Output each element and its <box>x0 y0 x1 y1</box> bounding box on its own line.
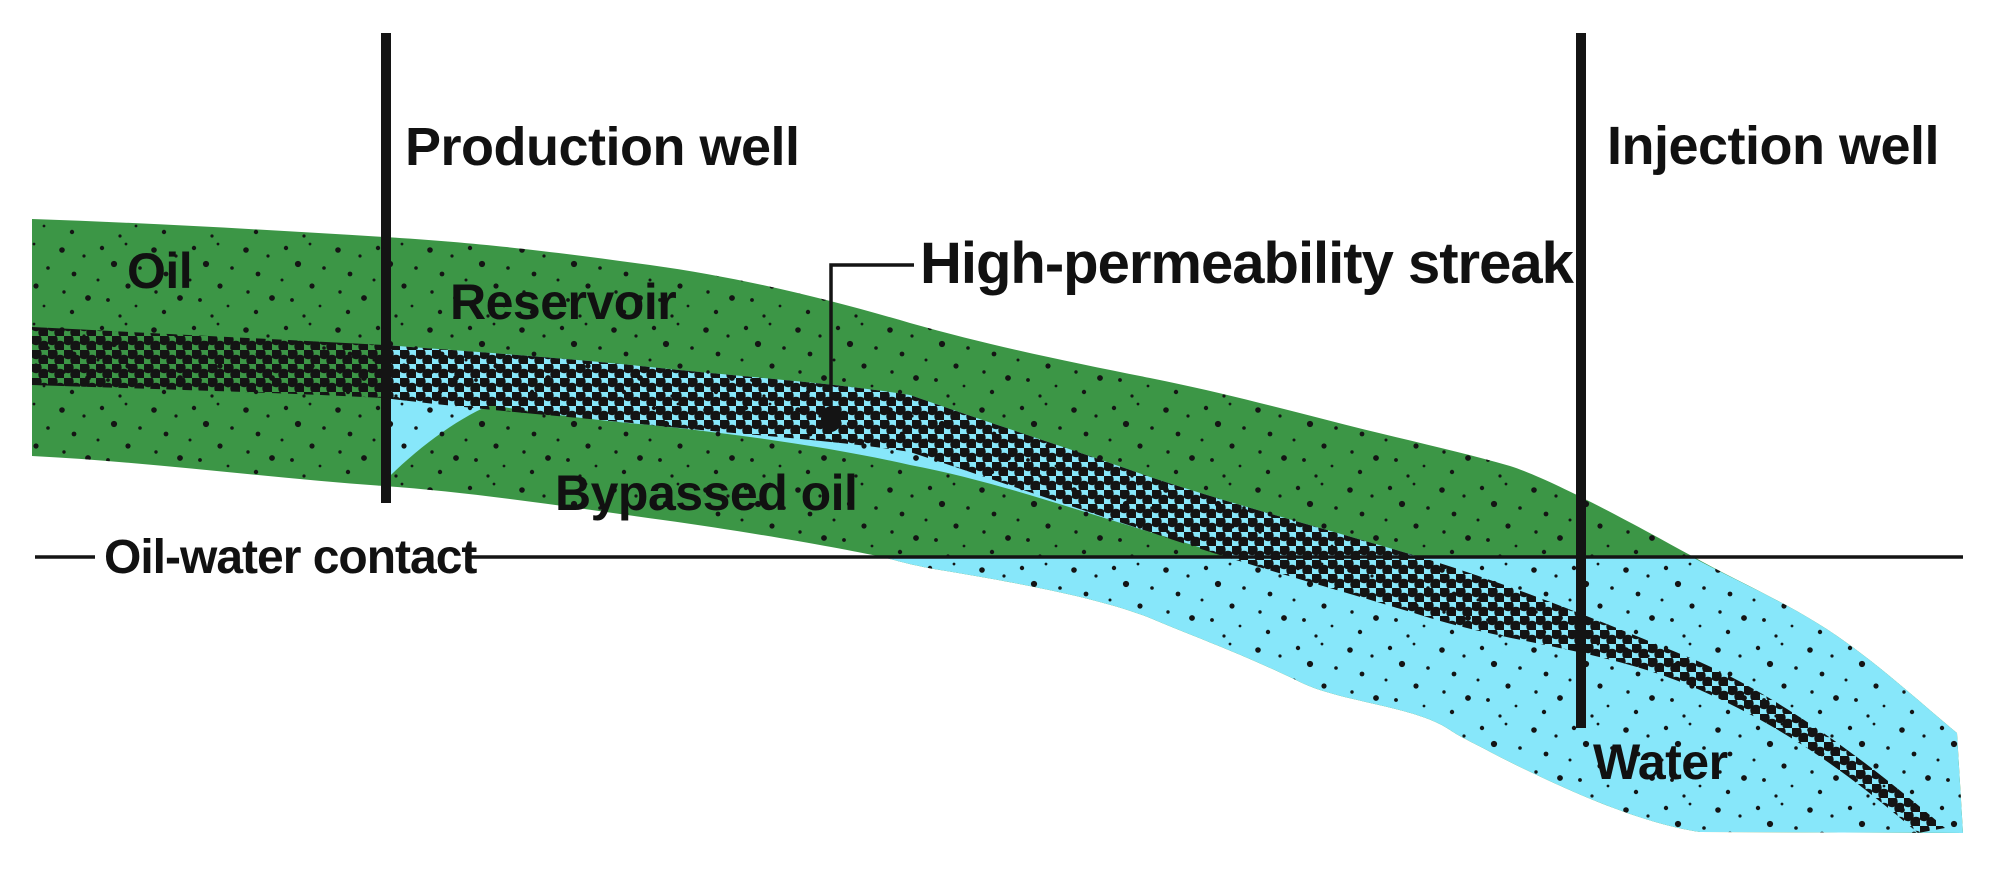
injection-well-line <box>1576 33 1586 728</box>
oil-label: Oil <box>127 243 192 299</box>
production-well-label: Production well <box>405 117 800 177</box>
reservoir-label: Reservoir <box>450 274 676 330</box>
bypassed-oil-label: Bypassed oil <box>555 465 857 521</box>
water-label: Water <box>1593 734 1728 790</box>
oil-water-contact-label: Oil-water contact <box>104 531 477 584</box>
streak-marker-dot <box>821 406 841 432</box>
high-permeability-streak-label: High-permeability streak <box>920 231 1575 296</box>
injection-well-label: Injection well <box>1607 116 1939 176</box>
production-well-line <box>381 33 391 503</box>
streak-leader-line <box>829 263 914 407</box>
